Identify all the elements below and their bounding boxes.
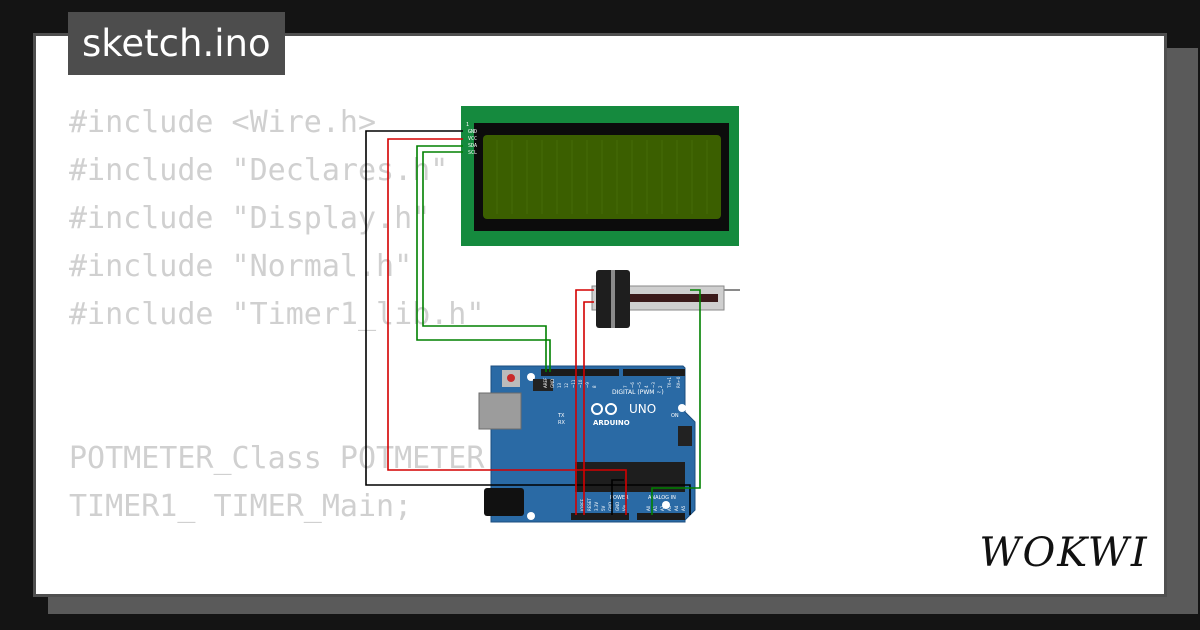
pin-label: 7 — [623, 385, 628, 388]
filename-tab: sketch.ino — [68, 12, 285, 75]
pin-label: Vin — [622, 504, 627, 511]
wire-red-pot-signal — [583, 301, 594, 515]
lcd-char-grid — [496, 140, 708, 214]
analog-label: ANALOG IN — [648, 495, 676, 501]
rx-label: RX — [558, 420, 565, 426]
lcd-pin-label: SCL — [468, 150, 477, 156]
icsp-header — [678, 426, 692, 446]
pin-label: 12 — [564, 382, 569, 388]
pin-label: 3.3V — [594, 502, 599, 511]
wire-green-scl — [422, 151, 547, 372]
lcd-pin-marker: 1 — [466, 122, 469, 128]
mount-hole — [678, 404, 686, 412]
wire-green-sda — [416, 145, 551, 372]
pin-label: AREF — [543, 377, 548, 388]
infinity-logo-icon — [591, 403, 617, 415]
pot-track — [598, 294, 718, 302]
mount-hole — [662, 501, 670, 509]
pin-label: ~10 — [578, 379, 583, 388]
wire-green-pot-out — [651, 289, 701, 515]
pin-label: 5V — [601, 505, 606, 511]
pin-label: ~11 — [571, 379, 576, 388]
code-line: TIMER1_ TIMER_Main; — [69, 489, 413, 524]
model-label: UNO — [629, 402, 656, 416]
icsp-header — [533, 379, 553, 391]
reset-button-cap — [507, 374, 515, 382]
power-pin-labels: IOREF RESET 3.3V 5V GND GND Vin — [580, 498, 627, 511]
wokwi-logo: WOKWI — [979, 530, 1148, 576]
pin-label: GND — [608, 502, 613, 511]
wire-black-gnd — [365, 130, 691, 515]
code-line: #include "Display.h" — [69, 201, 431, 236]
code-line: #include "Declares.h" — [69, 153, 449, 188]
pin-label: ~6 — [630, 382, 635, 388]
pot-knob-ridge — [611, 270, 615, 328]
atmega-chip — [575, 462, 685, 492]
lcd-display[interactable]: 1 GND VCC SDA SCL — [461, 106, 739, 246]
pin-label: 13 — [557, 382, 562, 388]
digital-header-high — [541, 369, 619, 376]
pin-label: 4 — [644, 385, 649, 388]
lcd-pin-label: SDA — [468, 143, 477, 149]
pin-label: GND — [615, 502, 620, 511]
code-line: POTMETER_Class POTMETER — [69, 441, 485, 476]
pin-label: ~5 — [637, 382, 642, 388]
wire-black-pot-gnd — [611, 479, 624, 515]
pin-label: 2 — [658, 385, 663, 388]
pin-label: TX→1 — [667, 376, 672, 389]
analog-pin-labels: A0 A1 A2 A3 A4 A5 — [646, 505, 686, 511]
wire-red-pot-vcc — [575, 289, 594, 515]
digital-pin-labels: AREF GND 13 12 ~11 ~10 ~9 8 7 ~6 ~5 4 ~3… — [543, 376, 681, 389]
lcd-pin-label: VCC — [468, 136, 477, 142]
pin-label: ~9 — [585, 382, 590, 388]
pin-label: IOREF — [580, 498, 585, 511]
arduino-uno[interactable]: DIGITAL (PWM ~) UNO ARDUINO ON TX RX POW… — [478, 365, 696, 523]
code-line: #include <Wire.h> — [69, 105, 377, 140]
power-jack — [484, 488, 524, 516]
power-label: POWER — [610, 495, 629, 501]
pin-label: RESET — [587, 498, 592, 511]
analog-header — [637, 513, 685, 520]
pin-label: RX←0 — [676, 376, 681, 388]
pin-label: 8 — [592, 385, 597, 388]
pin-label: A2 — [660, 505, 665, 511]
digital-header-low — [623, 369, 685, 376]
code-line: #include "Normal.h" — [69, 249, 413, 284]
brand-label: ARDUINO — [593, 419, 630, 427]
pin-label: A4 — [674, 505, 679, 511]
lcd-pin-label: GND — [468, 129, 477, 135]
wokwi-logo-text: WOKWI — [979, 530, 1148, 576]
wire-red-vcc — [387, 138, 627, 515]
digital-label: DIGITAL (PWM ~) — [612, 389, 664, 396]
tx-label: TX — [557, 413, 565, 419]
pin-label: ~3 — [651, 382, 656, 388]
pin-label: A5 — [681, 505, 686, 511]
pin-label: A1 — [653, 505, 658, 511]
power-header — [571, 513, 629, 520]
pin-label: A3 — [667, 505, 672, 511]
usb-port — [478, 392, 522, 430]
wires — [365, 130, 701, 515]
mount-hole — [527, 512, 535, 520]
on-label: ON — [671, 413, 679, 419]
pin-label: A0 — [646, 505, 651, 511]
slide-potentiometer[interactable] — [591, 270, 740, 328]
pin-label: GND — [550, 379, 555, 388]
